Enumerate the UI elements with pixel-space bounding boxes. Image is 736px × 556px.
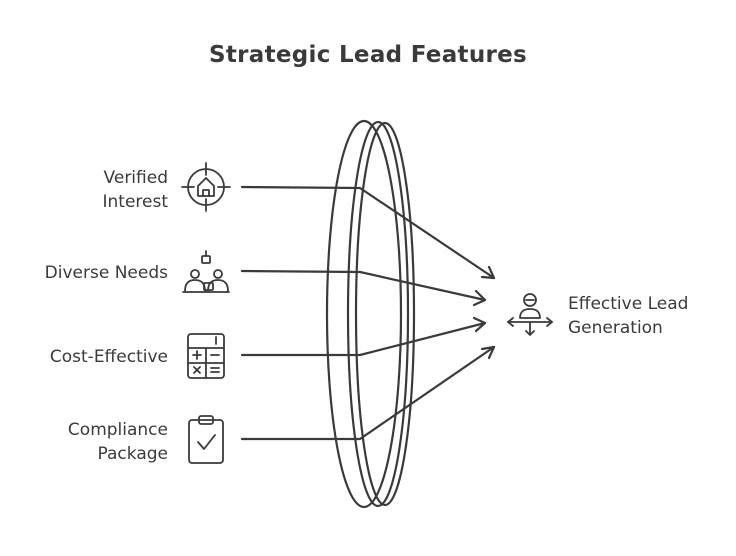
connector-verified-interest xyxy=(240,185,496,280)
people-meeting-icon xyxy=(182,250,230,293)
output-label-effective-lead-generation: Effective Lead Generation xyxy=(568,294,689,338)
input-label-cost-effective: Cost-Effective xyxy=(49,347,168,367)
input-label-compliance-package: Compliance Package xyxy=(67,420,168,464)
home-target-icon xyxy=(181,162,231,212)
calculator-icon xyxy=(187,333,225,379)
connector-diverse-needs xyxy=(240,269,487,307)
input-label-diverse-needs: Diverse Needs xyxy=(44,263,168,283)
connector-compliance-package xyxy=(240,345,496,441)
person-arrows-icon xyxy=(507,293,553,336)
diagram-title: Strategic Lead Features xyxy=(208,42,528,68)
input-label-verified-interest: Verified Interest xyxy=(102,168,168,212)
clipboard-check-icon xyxy=(188,415,224,464)
lens-shape xyxy=(325,119,416,509)
connector-cost-effective xyxy=(240,316,487,357)
